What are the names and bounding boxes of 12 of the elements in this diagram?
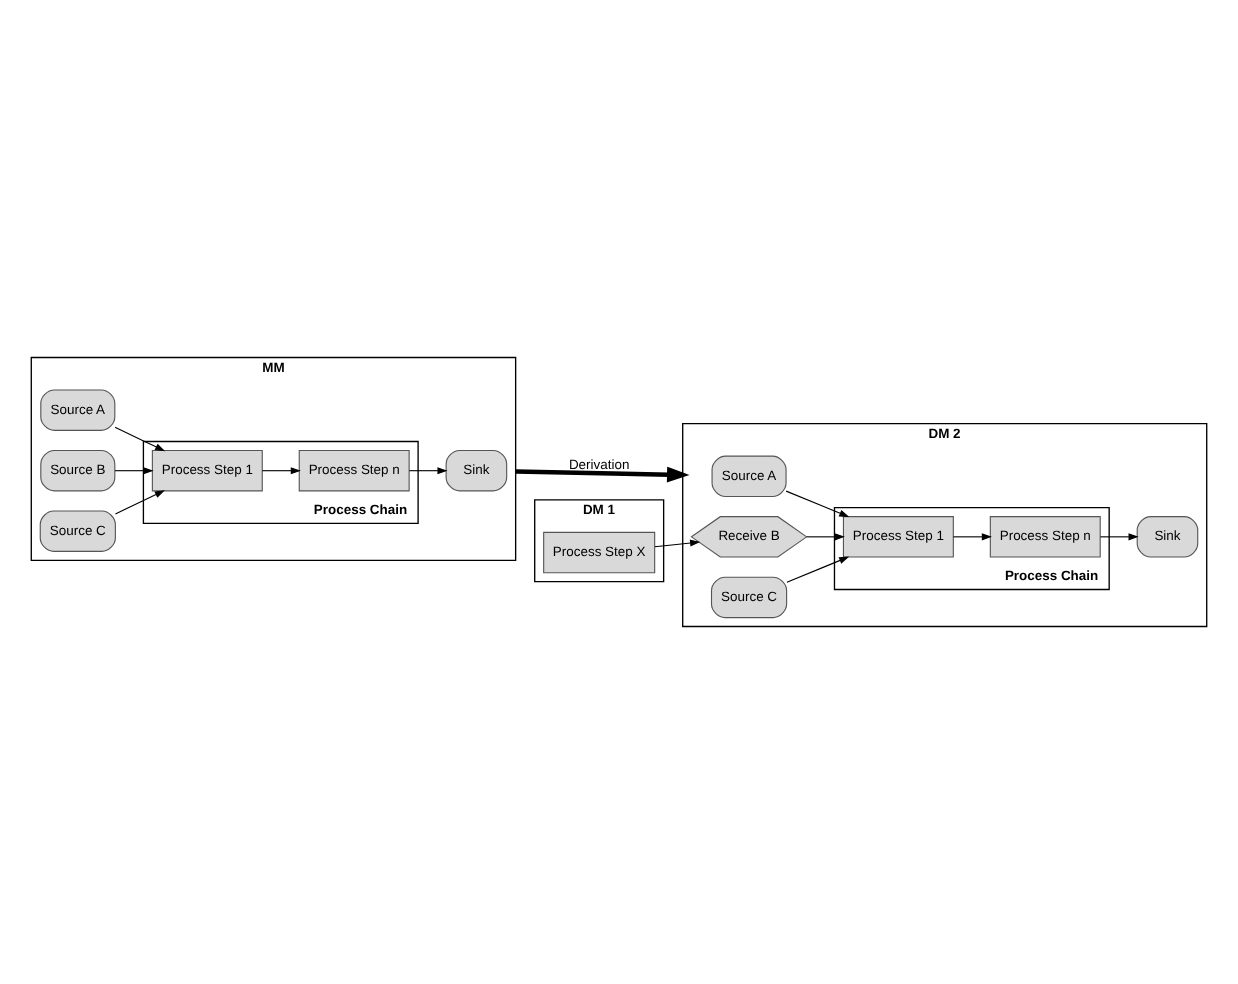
arrow	[785, 490, 850, 518]
arrow	[408, 467, 448, 475]
arrow	[114, 426, 166, 452]
arrow	[786, 556, 850, 583]
arrow	[654, 539, 701, 548]
arrow	[1099, 533, 1139, 541]
arrow	[806, 533, 845, 541]
arrow	[261, 467, 301, 475]
arrow	[114, 467, 154, 475]
arrow	[515, 466, 690, 483]
arrow	[114, 490, 165, 515]
arrow	[952, 533, 992, 541]
